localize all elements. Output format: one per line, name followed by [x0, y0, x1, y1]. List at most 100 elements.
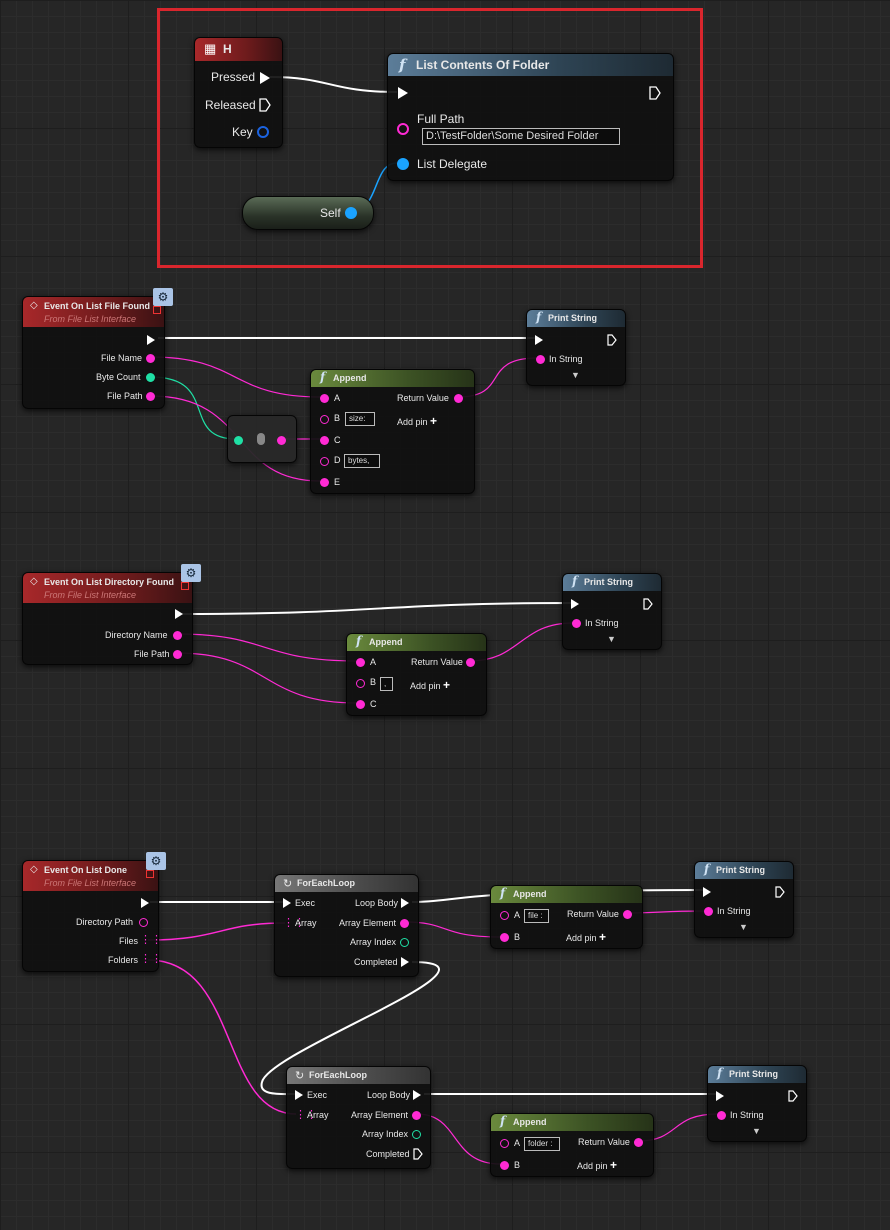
exec-out-pin[interactable]: [401, 957, 409, 967]
exec-out-pin[interactable]: [147, 335, 155, 345]
string-pin[interactable]: [400, 919, 409, 928]
add-pin-label[interactable]: Add pin: [410, 681, 441, 691]
string-pin[interactable]: [572, 619, 581, 628]
exec-out-pin[interactable]: [775, 886, 785, 898]
exec-out-pin[interactable]: [401, 898, 409, 908]
exec-in-pin[interactable]: [535, 335, 543, 345]
array-pin-icon[interactable]: ⋮⋮: [283, 917, 305, 929]
append-node-3[interactable]: f Append A file : B Return Value Add pin…: [490, 885, 643, 949]
key-pin[interactable]: [257, 126, 269, 138]
string-pin[interactable]: [320, 478, 329, 487]
string-out-pin[interactable]: [634, 1138, 643, 1147]
append-node-4[interactable]: f Append A folder : B Return Value Add p…: [490, 1113, 654, 1177]
exec-in-pin[interactable]: [398, 87, 408, 99]
add-pin-label[interactable]: Add pin: [397, 417, 428, 427]
print-string-node-1[interactable]: f Print String In String ▼: [526, 309, 626, 386]
a-input[interactable]: file :: [524, 909, 549, 923]
add-pin-icon[interactable]: +: [443, 678, 451, 692]
string-pin[interactable]: [320, 394, 329, 403]
event-list-done-node[interactable]: ◇ Event On List Done From File List Inte…: [22, 860, 162, 972]
exec-in-pin[interactable]: [295, 1090, 303, 1100]
string-pin[interactable]: [320, 415, 329, 424]
exec-in-pin[interactable]: [571, 599, 579, 609]
add-pin-label[interactable]: Add pin: [566, 933, 597, 943]
add-pin-label[interactable]: Add pin: [577, 1161, 608, 1171]
string-pin[interactable]: [173, 650, 182, 659]
append-node-1[interactable]: f Append A B size: C D bytes, E Return V…: [310, 369, 475, 494]
integer-pin[interactable]: [412, 1130, 421, 1139]
string-pin[interactable]: [717, 1111, 726, 1120]
string-pin[interactable]: [356, 700, 365, 709]
string-pin[interactable]: [356, 658, 365, 667]
foreach-loop-node-2[interactable]: ↻ ForEachLoop Exec ⋮⋮ Array Loop Body Ar…: [286, 1066, 431, 1169]
object-pin[interactable]: [345, 207, 357, 219]
b-input[interactable]: ,: [380, 677, 393, 691]
exec-out-pin[interactable]: [607, 334, 617, 346]
delegate-pin[interactable]: [397, 158, 409, 170]
self-node[interactable]: Self: [242, 196, 374, 230]
print-string-node-2[interactable]: f Print String In String ▼: [562, 573, 662, 650]
string-pin[interactable]: [500, 1139, 509, 1148]
a-input[interactable]: folder :: [524, 1137, 560, 1151]
string-pin[interactable]: [146, 392, 155, 401]
exec-out-pin[interactable]: [788, 1090, 798, 1102]
array-pin-icon[interactable]: ⋮⋮: [295, 1109, 317, 1121]
string-pin[interactable]: [356, 679, 365, 688]
expand-arrow-icon[interactable]: ▼: [739, 922, 748, 932]
string-pin[interactable]: [500, 911, 509, 920]
exec-out-pin[interactable]: [643, 598, 653, 610]
string-out-pin[interactable]: [454, 394, 463, 403]
exec-in-pin[interactable]: [703, 887, 711, 897]
add-pin-icon[interactable]: +: [599, 930, 607, 944]
exec-in-pin[interactable]: [716, 1091, 724, 1101]
string-pin[interactable]: [173, 631, 182, 640]
integer-pin[interactable]: [400, 938, 409, 947]
string-out-pin[interactable]: [623, 910, 632, 919]
exec-out-pin[interactable]: [141, 898, 149, 908]
exec-in-pin[interactable]: [283, 898, 291, 908]
exec-out-pin[interactable]: [413, 1090, 421, 1100]
list-contents-node[interactable]: f List Contents Of Folder Full Path D:\T…: [387, 53, 674, 181]
expand-arrow-icon[interactable]: ▼: [607, 634, 616, 644]
append-node-2[interactable]: f Append A B , C Return Value Add pin +: [346, 633, 487, 716]
node-header: [527, 310, 625, 327]
string-out-pin[interactable]: [466, 658, 475, 667]
add-pin-icon[interactable]: +: [610, 1158, 618, 1172]
exec-pin-outline[interactable]: [259, 98, 271, 112]
key-event-node[interactable]: ▦ H Pressed Released Key: [194, 37, 283, 148]
event-file-found-node[interactable]: ◇ Event On List File Found From File Lis…: [22, 296, 165, 409]
node-header: [695, 862, 793, 879]
expand-arrow-icon[interactable]: ▼: [571, 370, 580, 380]
d-input[interactable]: bytes,: [344, 454, 380, 468]
self-label: Self: [320, 206, 341, 220]
add-pin-icon[interactable]: +: [430, 414, 438, 428]
exec-out-pin[interactable]: [649, 86, 661, 100]
string-pin[interactable]: [536, 355, 545, 364]
exec-out-pin[interactable]: [413, 1148, 423, 1160]
full-path-input[interactable]: D:\TestFolder\Some Desired Folder: [422, 128, 620, 145]
integer-pin[interactable]: [146, 373, 155, 382]
array-pin-icon[interactable]: ⋮⋮: [140, 953, 162, 965]
string-pin[interactable]: [500, 933, 509, 942]
expand-arrow-icon[interactable]: ▼: [752, 1126, 761, 1136]
print-string-node-4[interactable]: f Print String In String ▼: [707, 1065, 807, 1142]
exec-pin-filled[interactable]: [260, 72, 270, 84]
string-pin[interactable]: [320, 457, 329, 466]
print-string-node-3[interactable]: f Print String In String ▼: [694, 861, 794, 938]
int-to-string-node[interactable]: [227, 415, 297, 463]
array-pin-icon[interactable]: ⋮⋮: [140, 934, 162, 946]
exec-out-pin[interactable]: [175, 609, 183, 619]
node-title: Append: [333, 373, 367, 383]
string-out-pin[interactable]: [277, 436, 286, 445]
b-input[interactable]: size:: [345, 412, 375, 426]
foreach-loop-node-1[interactable]: ↻ ForEachLoop Exec ⋮⋮ Array Loop Body Ar…: [274, 874, 419, 977]
integer-in-pin[interactable]: [234, 436, 243, 445]
string-pin[interactable]: [412, 1111, 421, 1120]
string-pin[interactable]: [320, 436, 329, 445]
string-pin[interactable]: [704, 907, 713, 916]
string-pin[interactable]: [397, 123, 409, 135]
string-pin[interactable]: [139, 918, 148, 927]
event-directory-found-node[interactable]: ◇ Event On List Directory Found From Fil…: [22, 572, 193, 665]
string-pin[interactable]: [500, 1161, 509, 1170]
string-pin[interactable]: [146, 354, 155, 363]
